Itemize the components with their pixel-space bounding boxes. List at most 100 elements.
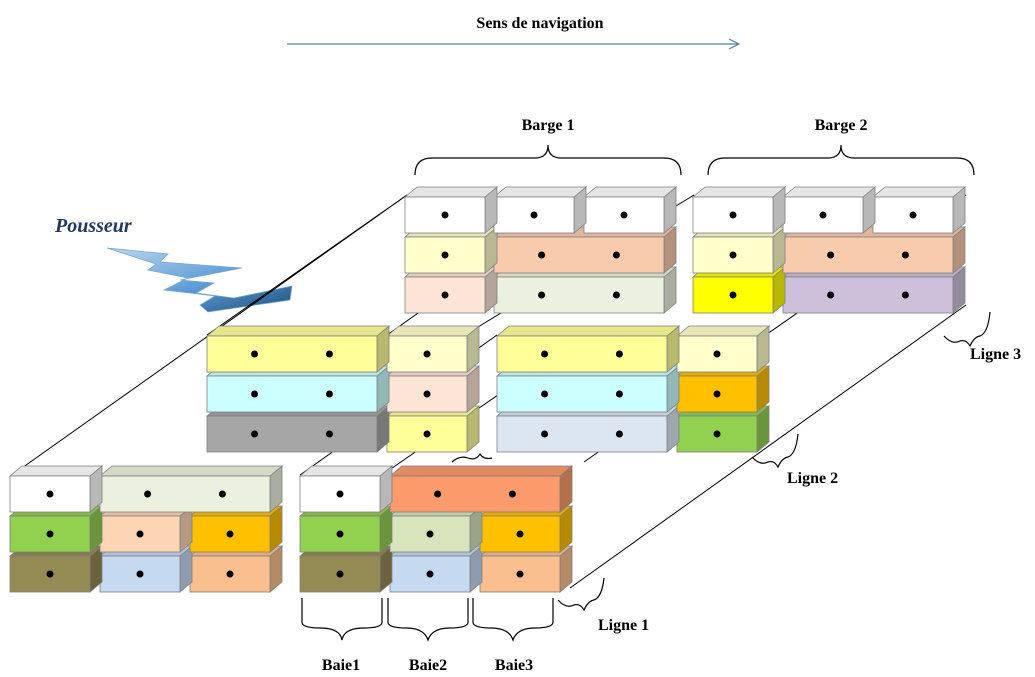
container-front xyxy=(9,555,91,593)
container-top xyxy=(675,325,771,337)
container-L3-c3-t2 xyxy=(691,186,787,234)
container-dot xyxy=(426,530,434,538)
container-top xyxy=(8,465,104,477)
container-dot xyxy=(423,390,431,398)
barge-1-brace xyxy=(414,144,682,176)
container-dot xyxy=(901,251,909,259)
container-dot xyxy=(226,570,234,578)
direction-label: Sens de navigation xyxy=(476,15,603,32)
container-top xyxy=(298,465,394,477)
container-L1-c1-t2 xyxy=(98,465,284,513)
pusher-lightning-icon xyxy=(106,247,293,313)
container-L3-c0-t1 xyxy=(403,226,499,274)
container-L3-c0-t0 xyxy=(403,266,499,314)
container-dot xyxy=(713,430,721,438)
line-3-label: Ligne 3 xyxy=(970,346,1021,363)
container-top xyxy=(871,186,967,198)
container-L1-c0-t1 xyxy=(8,505,104,553)
container-L1-c2-t0 xyxy=(188,545,284,593)
container-top xyxy=(388,465,574,477)
container-top xyxy=(98,465,284,477)
container-top xyxy=(781,186,877,198)
container-dot xyxy=(325,390,333,398)
container-front xyxy=(389,475,561,513)
container-L1-c0-t2 xyxy=(8,465,104,513)
line-2-label: Ligne 2 xyxy=(787,470,838,487)
container-dot xyxy=(441,291,449,299)
bay-2-label: Baie2 xyxy=(409,657,447,674)
container-L2-c5-t0 xyxy=(675,405,771,453)
container-top xyxy=(582,186,678,198)
container-top xyxy=(205,325,391,337)
container-L3-c4-t1 xyxy=(781,226,967,274)
container-L3-c3-t1 xyxy=(691,226,787,274)
container-L2-c0-t1 xyxy=(205,365,391,413)
container-top xyxy=(385,325,481,337)
container-dot xyxy=(441,251,449,259)
container-dot xyxy=(426,570,434,578)
container-dot xyxy=(901,291,909,299)
container-dot xyxy=(336,490,344,498)
container-L1-c3-t1 xyxy=(298,505,394,553)
container-front xyxy=(782,236,954,274)
container-L1-c3-t2 xyxy=(298,465,394,513)
container-L3-c1-t0 xyxy=(492,266,678,314)
container-dot xyxy=(251,430,259,438)
pusher-label: Pousseur xyxy=(54,215,132,237)
container-dot xyxy=(729,211,737,219)
bay-1-label: Baie1 xyxy=(322,657,360,674)
container-L2-c2-t1 xyxy=(385,365,481,413)
container-L1-c4-t1 xyxy=(388,505,484,553)
container-dot xyxy=(827,251,835,259)
container-dot xyxy=(136,570,144,578)
container-dot xyxy=(423,350,431,358)
container-dot xyxy=(46,570,54,578)
container-dot xyxy=(325,430,333,438)
container-L2-c2-t2 xyxy=(385,325,481,373)
container-top xyxy=(495,325,681,337)
container-L2-c0-t0 xyxy=(205,405,391,453)
line-1-brace xyxy=(557,577,605,612)
container-dot xyxy=(612,291,620,299)
line-2-brace xyxy=(751,433,799,469)
container-dot xyxy=(441,211,449,219)
container-dot xyxy=(251,350,259,358)
container-L1-c4-t2 xyxy=(388,465,574,513)
container-L3-c3-t0 xyxy=(691,266,787,314)
middle-brace xyxy=(451,452,493,463)
container-top xyxy=(492,186,588,198)
container-dot xyxy=(620,211,628,219)
container-dot xyxy=(615,430,623,438)
container-L1-c0-t0 xyxy=(8,545,104,593)
container-dot xyxy=(218,490,226,498)
bay-braces xyxy=(301,598,554,642)
container-dot xyxy=(530,211,538,219)
container-L2-c3-t0 xyxy=(495,405,681,453)
container-dot xyxy=(819,211,827,219)
container-dot xyxy=(46,530,54,538)
container-top xyxy=(691,186,787,198)
container-front xyxy=(206,335,378,373)
container-L1-c4-t0 xyxy=(388,545,484,593)
bay-3-label: Baie3 xyxy=(495,657,533,674)
container-L3-c0-t2 xyxy=(403,186,499,234)
container-L1-c3-t0 xyxy=(298,545,394,593)
container-stacks xyxy=(8,186,967,593)
container-front xyxy=(493,276,665,314)
container-dot xyxy=(144,490,152,498)
line-1-label: Ligne 1 xyxy=(598,617,649,634)
container-dot xyxy=(713,390,721,398)
container-dot xyxy=(516,530,524,538)
container-L1-c1-t1 xyxy=(98,505,194,553)
container-dot xyxy=(909,211,917,219)
container-L3-c2-t2 xyxy=(582,186,678,234)
container-dot xyxy=(541,350,549,358)
container-dot xyxy=(423,430,431,438)
container-front xyxy=(493,236,665,274)
container-front xyxy=(496,375,668,413)
container-L2-c5-t2 xyxy=(675,325,771,373)
container-front xyxy=(206,375,378,413)
container-L3-c5-t2 xyxy=(871,186,967,234)
container-dot xyxy=(538,291,546,299)
